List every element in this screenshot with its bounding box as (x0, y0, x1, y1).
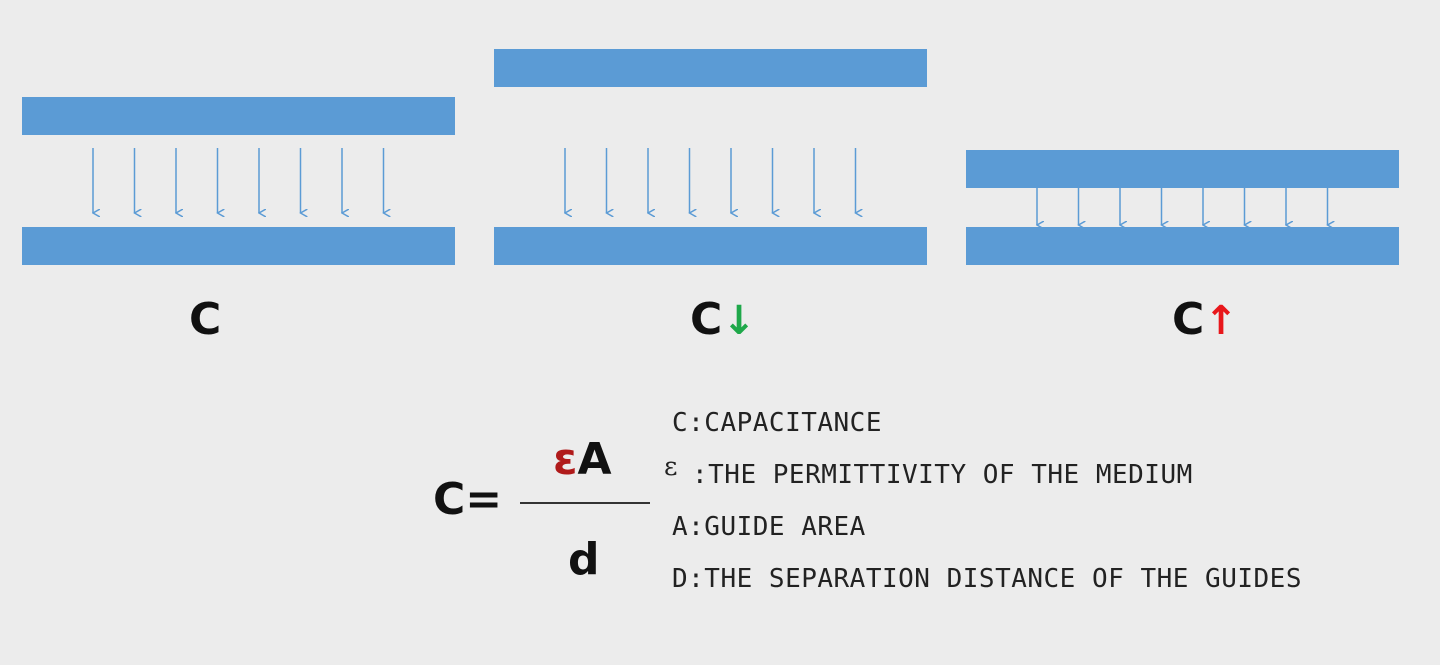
legend-permittivity: :THE PERMITTIVITY OF THE MEDIUM (692, 460, 1193, 490)
panel-3-label: C↑ (1172, 298, 1238, 342)
formula-denominator: d (568, 534, 600, 585)
legend-guide-area: A:GUIDE AREA (672, 512, 866, 542)
legend-capacitance: C:CAPACITANCE (672, 408, 882, 438)
capacitance-increase-arrow: ↑ (1204, 298, 1238, 344)
panel-1-top-plate (22, 97, 455, 135)
panel-3-bottom-plate (966, 227, 1399, 265)
legend-separation-distance: D:THE SEPARATION DISTANCE OF THE GUIDES (672, 564, 1302, 594)
panel-1-label: C (189, 298, 221, 342)
formula-epsilon: ε (553, 434, 578, 485)
legend-epsilon-symbol: ε (664, 452, 678, 482)
panel-2-label: C↓ (690, 298, 756, 342)
panel-3-top-plate (966, 150, 1399, 188)
capacitance-decrease-arrow: ↓ (722, 298, 756, 344)
fraction-bar (520, 502, 650, 504)
panel-2-top-plate (494, 49, 927, 87)
formula-area-symbol: A (577, 434, 612, 485)
panel-1-bottom-plate (22, 227, 455, 265)
formula-numerator: εA (553, 438, 612, 482)
panel-1-label-text: C (189, 294, 222, 345)
panel-2-label-text: C (690, 294, 723, 345)
panel-2-bottom-plate (494, 227, 927, 265)
panel-3-label-text: C (1172, 294, 1205, 345)
formula-lhs: C= (433, 474, 503, 525)
